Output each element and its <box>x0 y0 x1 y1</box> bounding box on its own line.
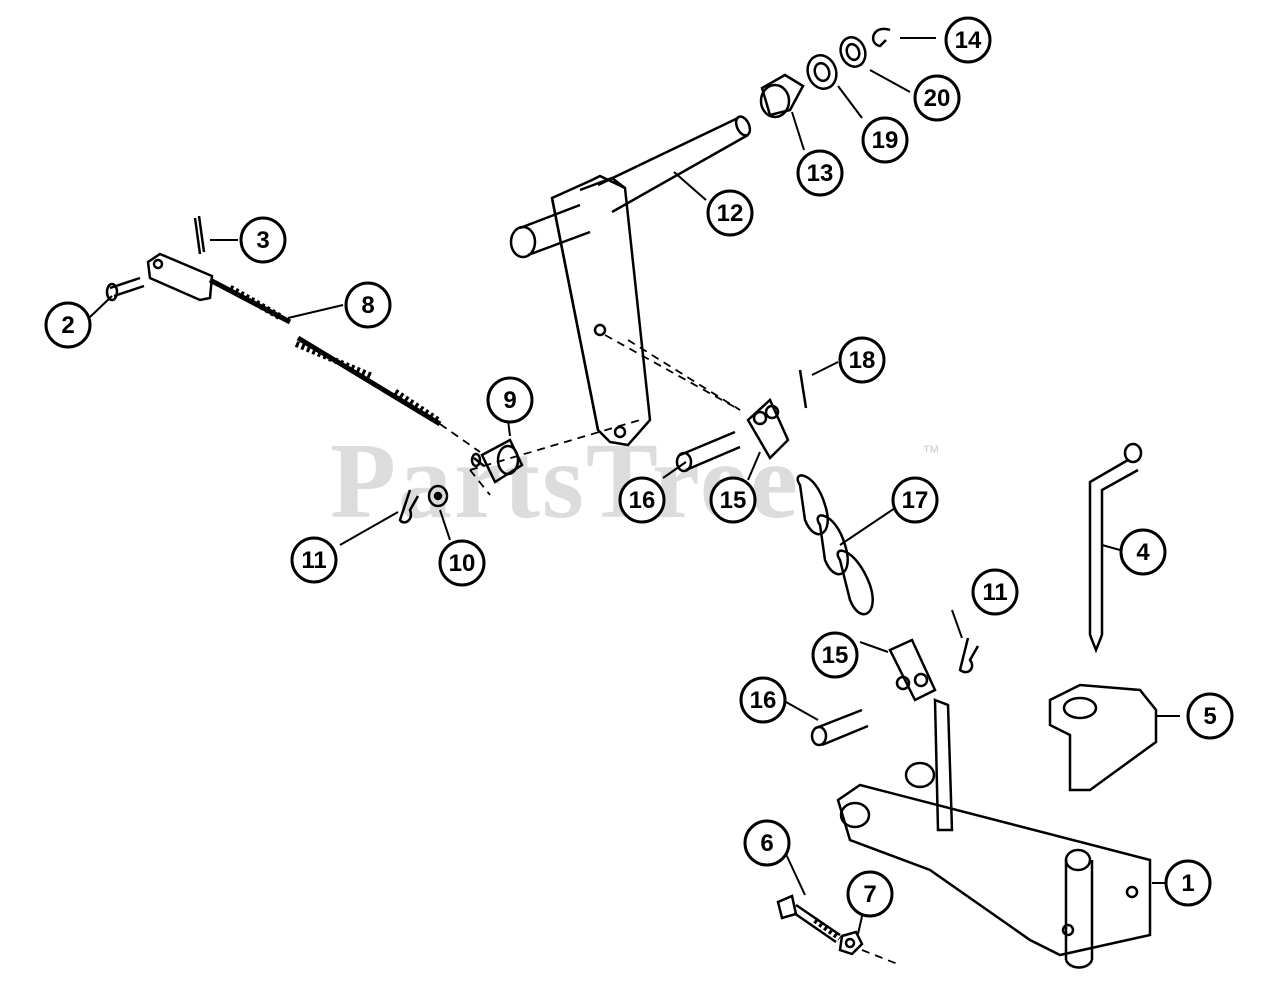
svg-text:7: 7 <box>863 881 876 908</box>
part-hairpin-11b <box>958 637 980 674</box>
callout-11-lower: 11 <box>971 568 1019 616</box>
svg-text:17: 17 <box>902 487 929 514</box>
part-pin-16a <box>675 430 741 473</box>
part-washer-20 <box>839 36 867 68</box>
svg-text:4: 4 <box>1136 539 1150 566</box>
part-cotter-3 <box>193 215 206 255</box>
svg-text:15: 15 <box>720 487 747 514</box>
part-hairpin-11a <box>398 489 420 524</box>
leader-lines <box>89 37 1180 935</box>
svg-text:3: 3 <box>256 227 269 254</box>
part-chain <box>796 474 874 616</box>
part-washer-10 <box>427 484 449 508</box>
svg-text:15: 15 <box>822 642 849 669</box>
part-clevis-pin <box>105 276 145 302</box>
svg-text:6: 6 <box>760 830 773 857</box>
svg-text:12: 12 <box>717 200 744 227</box>
callout-14: 14 <box>944 16 992 64</box>
part-bracket <box>1048 683 1158 792</box>
callout-16-lower: 16 <box>739 676 787 724</box>
svg-text:13: 13 <box>807 160 834 187</box>
callout-8: 8 <box>344 281 392 329</box>
part-base-frame <box>836 698 1152 969</box>
svg-text:11: 11 <box>301 547 326 574</box>
callout-15-lower: 15 <box>811 631 859 679</box>
part-link-15a <box>746 397 790 461</box>
callout-9: 9 <box>486 376 534 424</box>
part-nut <box>838 930 901 966</box>
callout-1: 1 <box>1164 859 1212 907</box>
part-shaft-lever <box>469 115 752 496</box>
callout-18: 18 <box>838 336 886 384</box>
svg-text:16: 16 <box>750 687 777 714</box>
callout-10: 10 <box>438 539 486 587</box>
callout-12: 12 <box>706 189 754 237</box>
callout-13: 13 <box>796 149 844 197</box>
part-cotter-18 <box>798 369 808 409</box>
callout-11-upper: 11 <box>290 536 338 584</box>
svg-text:14: 14 <box>955 27 982 54</box>
callout-20: 20 <box>913 74 961 122</box>
callout-16-upper: 16 <box>618 476 666 524</box>
callout-4: 4 <box>1119 528 1167 576</box>
callout-2: 2 <box>44 301 92 349</box>
part-link-15b <box>888 638 937 702</box>
callout-17: 17 <box>891 476 939 524</box>
svg-text:2: 2 <box>61 312 74 339</box>
callout-3: 3 <box>239 216 287 264</box>
svg-text:11: 11 <box>982 579 1007 606</box>
part-swivel <box>470 438 524 484</box>
svg-text:9: 9 <box>503 387 516 414</box>
svg-text:20: 20 <box>924 85 951 112</box>
svg-text:5: 5 <box>1203 703 1216 730</box>
watermark-trademark: ™ <box>922 442 940 462</box>
part-pin-16b <box>810 708 869 747</box>
part-threaded-rod <box>208 277 481 453</box>
svg-text:8: 8 <box>361 292 374 319</box>
svg-text:19: 19 <box>872 127 899 154</box>
svg-text:16: 16 <box>629 487 656 514</box>
callout-6: 6 <box>743 819 791 867</box>
callout-15-upper: 15 <box>709 476 757 524</box>
part-bolt <box>776 894 842 944</box>
svg-text:10: 10 <box>449 550 476 577</box>
part-lock-pin <box>1088 442 1143 654</box>
part-clip-14 <box>871 27 891 48</box>
svg-text:18: 18 <box>849 347 876 374</box>
svg-text:1: 1 <box>1181 870 1194 897</box>
callout-19: 19 <box>861 116 909 164</box>
part-washer-19 <box>806 54 838 90</box>
callout-7: 7 <box>846 870 894 918</box>
callout-5: 5 <box>1186 692 1234 740</box>
part-bushing <box>759 73 805 119</box>
part-clevis <box>146 252 214 302</box>
